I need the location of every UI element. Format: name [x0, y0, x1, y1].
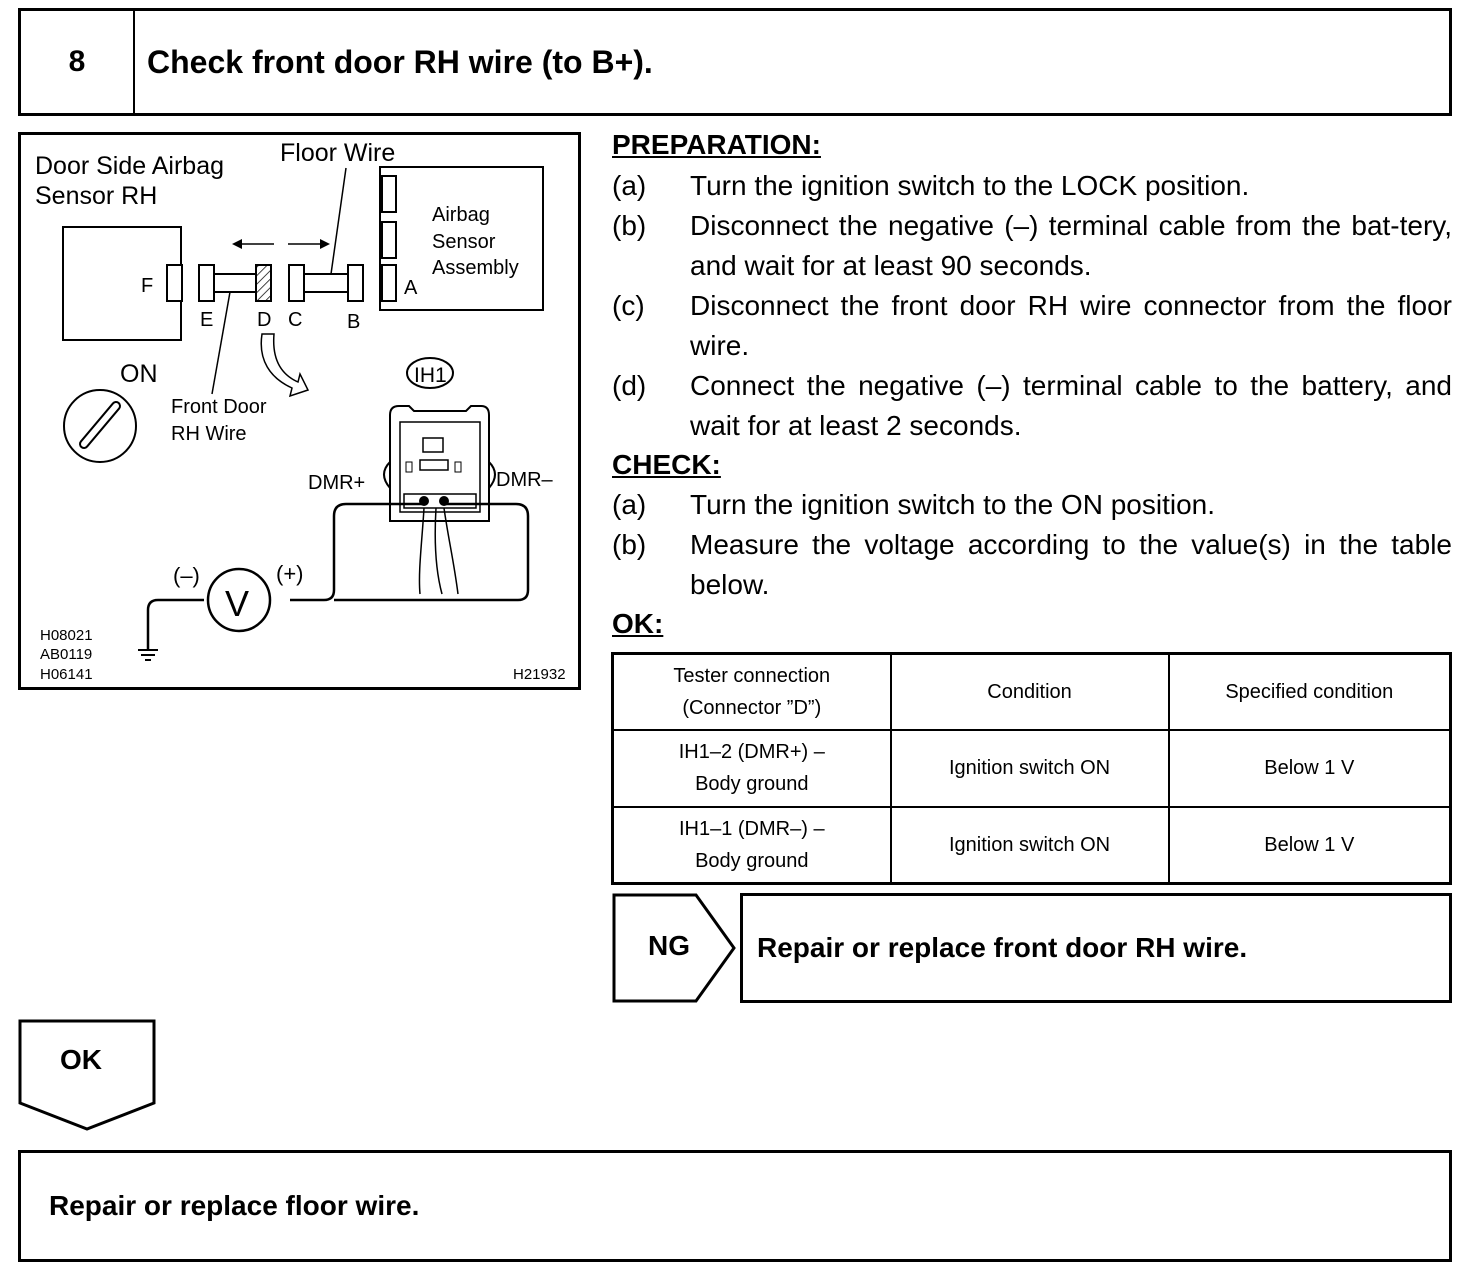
airbag-label-3: Assembly	[432, 257, 519, 279]
conn-a-label: A	[404, 277, 418, 299]
step-label: (d)	[612, 370, 647, 401]
check-heading: CHECK:	[612, 449, 721, 480]
conn-e-label: E	[200, 309, 213, 331]
connector-f	[166, 264, 183, 302]
table-row: IH1–2 (DMR+) – Body ground Ignition swit…	[611, 729, 1452, 808]
prep-step-b: (b) Disconnect the negative (–) terminal…	[612, 206, 1452, 286]
prep-step-a: (a) Turn the ignition switch to the LOCK…	[612, 166, 1452, 206]
cell-text: Body ground	[695, 849, 809, 872]
airbag-label-2: Sensor	[432, 231, 496, 253]
ng-label: NG	[648, 930, 690, 961]
on-label: ON	[120, 360, 158, 388]
connector-b	[347, 264, 364, 302]
ok-result-text: Repair or replace floor wire.	[49, 1190, 420, 1221]
header-cell: Specified condition	[1167, 652, 1452, 732]
cell-text: IH1–2 (DMR+) –	[678, 741, 825, 764]
table-row: IH1–1 (DMR–) – Body ground Ignition swit…	[611, 805, 1452, 885]
connector-a	[381, 264, 397, 302]
step-text: Connect the negative (–) terminal cable …	[690, 370, 1452, 441]
step-label: (b)	[612, 529, 647, 560]
connector-e	[198, 264, 215, 302]
step-number: 8	[21, 11, 135, 113]
floor-wire-label: Floor Wire	[280, 139, 395, 167]
figure-code-4: H21932	[513, 666, 566, 683]
conn-f-label: F	[141, 275, 153, 297]
wiring-diagram: Door Side Airbag Sensor RH Floor Wire F …	[18, 132, 581, 690]
plus-label: (+)	[276, 561, 304, 586]
door-sensor-label-1: Door Side Airbag	[35, 152, 224, 180]
airbag-label-1: Airbag	[432, 204, 490, 226]
header-cell: Tester connection (Connector ”D”)	[611, 652, 892, 732]
spec-table: Tester connection (Connector ”D”) Condit…	[611, 652, 1452, 885]
door-sensor-box	[62, 226, 182, 341]
step-label: (a)	[612, 170, 647, 201]
table-header-row: Tester connection (Connector ”D”) Condit…	[611, 652, 1452, 732]
table-cell: Ignition switch ON	[889, 805, 1170, 885]
step-header: 8 Check front door RH wire (to B+).	[18, 8, 1452, 116]
connector-d	[255, 264, 272, 302]
check-step-a: (a) Turn the ignition switch to the ON p…	[612, 485, 1452, 525]
floor-wire-leader	[330, 167, 347, 275]
prep-step-c: (c) Disconnect the front door RH wire co…	[612, 286, 1452, 366]
connector-id-bubble	[406, 357, 454, 389]
minus-label: (–)	[173, 563, 200, 588]
ng-result-text: Repair or replace front door RH wire.	[757, 932, 1248, 963]
front-door-label-2: RH Wire	[171, 423, 247, 445]
step-text: Disconnect the front door RH wire connec…	[690, 290, 1452, 361]
probe-wire-return	[334, 502, 530, 602]
check-step-b: (b) Measure the voltage according to the…	[612, 525, 1452, 605]
ground-wire	[146, 598, 204, 650]
figure-code-3: H06141	[40, 666, 93, 683]
ok-label: OK	[60, 1044, 102, 1075]
step-label: (a)	[612, 489, 647, 520]
curved-arrow-icon	[260, 333, 310, 398]
connector-id-label: IH1	[414, 364, 447, 387]
preparation-heading: PREPARATION:	[612, 129, 821, 160]
step-label: (c)	[612, 290, 645, 321]
ok-heading: OK:	[612, 608, 664, 639]
door-sensor-label-2: Sensor RH	[35, 182, 157, 210]
ng-arrow-icon	[612, 893, 736, 1003]
voltmeter-label: V	[225, 583, 249, 624]
prep-step-d: (d) Connect the negative (–) terminal ca…	[612, 366, 1452, 446]
header-text: (Connector ”D”)	[682, 697, 822, 720]
connector-c	[288, 264, 305, 302]
figure-code-2: AB0119	[40, 646, 92, 663]
step-label: (b)	[612, 210, 647, 241]
conn-b-label: B	[347, 311, 360, 333]
table-cell: Ignition switch ON	[889, 729, 1170, 808]
step-text: Measure the voltage according to the val…	[690, 529, 1452, 600]
step-text: Disconnect the negative (–) terminal cab…	[690, 210, 1452, 281]
header-text: Tester connection	[673, 665, 831, 688]
step-text: Turn the ignition switch to the ON posit…	[690, 489, 1215, 520]
figure-code-1: H08021	[40, 627, 93, 644]
airbag-assembly-box	[379, 166, 544, 311]
table-cell: Below 1 V	[1167, 729, 1452, 808]
voltmeter-icon	[206, 567, 272, 633]
ih1-connector-icon	[383, 405, 496, 595]
front-door-label-1: Front Door	[171, 396, 267, 418]
cell-text: IH1–1 (DMR–) –	[678, 817, 825, 840]
probe-wire-plus	[290, 502, 423, 602]
header-cell: Condition	[889, 652, 1170, 732]
ok-arrow-icon	[18, 1019, 156, 1131]
table-cell: IH1–2 (DMR+) – Body ground	[611, 729, 892, 808]
ng-result-box: Repair or replace front door RH wire.	[740, 893, 1452, 1003]
dmr-plus-label: DMR+	[308, 472, 365, 494]
table-cell: IH1–1 (DMR–) – Body ground	[611, 805, 892, 885]
ok-result-box: Repair or replace floor wire.	[18, 1150, 1452, 1262]
step-text: Turn the ignition switch to the LOCK pos…	[690, 170, 1250, 201]
dmr-minus-label: DMR–	[496, 469, 554, 491]
step-title: Check front door RH wire (to B+).	[147, 43, 653, 80]
conn-c-label: C	[288, 309, 302, 331]
cell-text: Body ground	[695, 773, 809, 796]
front-door-leader	[211, 291, 231, 395]
conn-d-label: D	[257, 309, 271, 331]
table-cell: Below 1 V	[1167, 805, 1452, 885]
